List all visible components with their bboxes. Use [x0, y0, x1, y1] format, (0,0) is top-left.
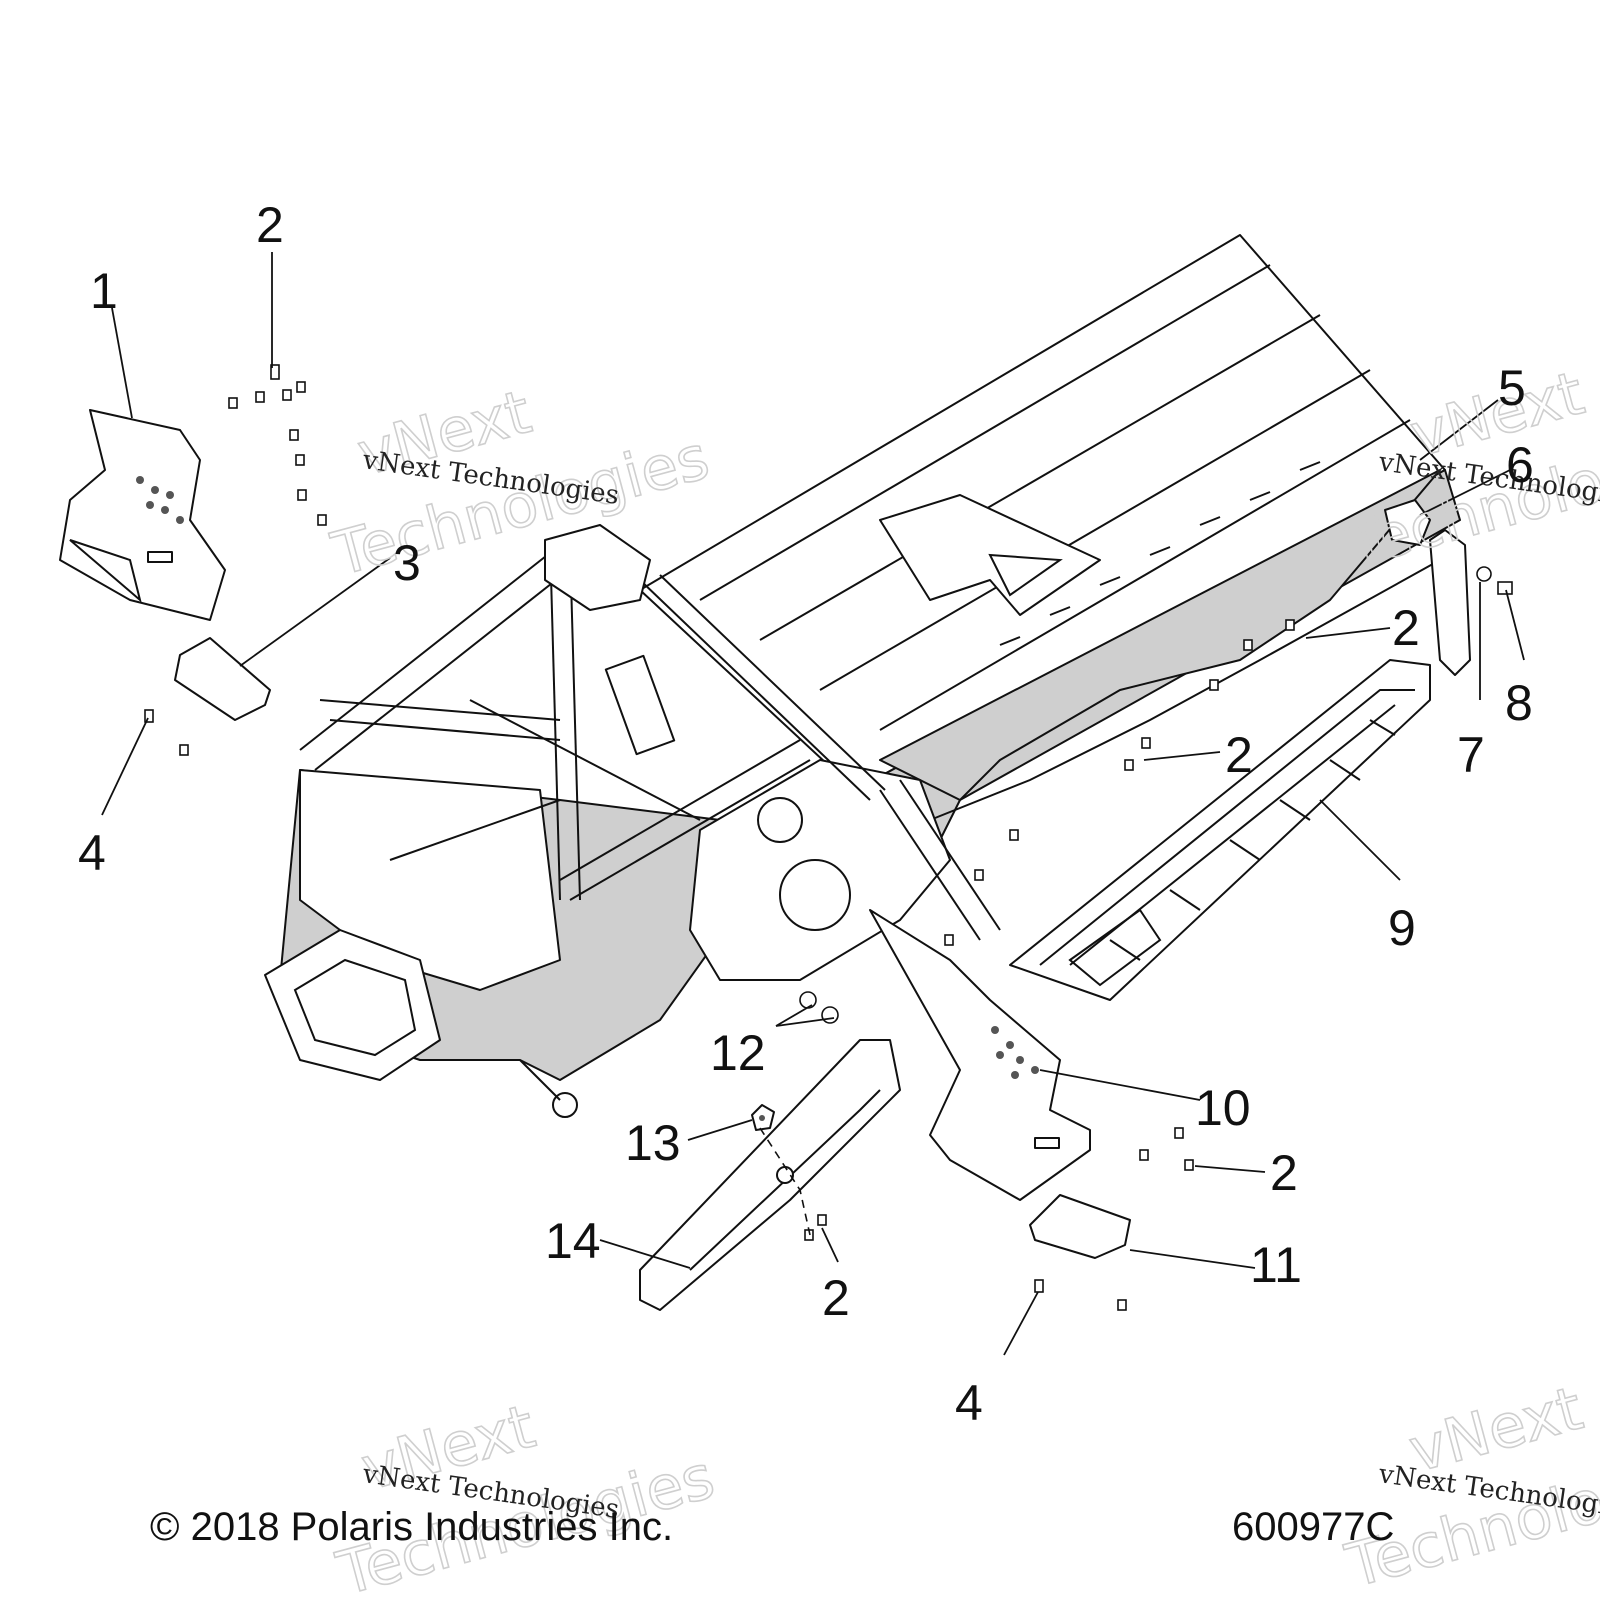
part-1-footrest-guard	[59, 409, 226, 621]
part-14-side-panel	[639, 1039, 901, 1311]
callout-12: 12	[710, 1025, 766, 1081]
callout-1: 1	[90, 263, 118, 319]
bolt-group-tunnel	[944, 619, 1295, 946]
callout-8: 8	[1505, 675, 1533, 731]
screw-4-left	[144, 709, 154, 723]
callout-14: 14	[545, 1213, 601, 1269]
callout-2-tunnel-upper: 2	[1392, 600, 1420, 656]
copyright-text: © 2018 Polaris Industries Inc.	[150, 1505, 673, 1549]
bolt-group-lower-right	[1139, 1127, 1194, 1171]
callout-labels: 1 2 3 4 5 6 7 8 2 2 9 12 10 2 13 14 11 2…	[78, 197, 1534, 1431]
part-3-plate	[174, 637, 271, 721]
callout-10: 10	[1195, 1080, 1251, 1136]
part-11-plate	[1029, 1194, 1131, 1259]
bolt-group-top-left	[228, 364, 327, 526]
diagram-id: 600977C	[1232, 1505, 1394, 1549]
part-7-washer	[1476, 566, 1492, 582]
screw-4-right	[1034, 1279, 1044, 1293]
callout-5: 5	[1498, 360, 1526, 416]
chassis-frame	[264, 524, 1001, 1118]
part-13-clip	[751, 1104, 775, 1131]
screw-4-right-b	[1117, 1299, 1127, 1311]
callout-3: 3	[393, 535, 421, 591]
callout-13: 13	[625, 1115, 681, 1171]
callout-11: 11	[1250, 1237, 1302, 1293]
callout-7: 7	[1457, 727, 1485, 783]
part-6-bracket	[1384, 499, 1431, 546]
part-9-running-board	[1009, 659, 1431, 1001]
part-8-nut	[1497, 581, 1513, 595]
screw-4-left-b	[179, 744, 189, 756]
callout-4-left: 4	[78, 825, 106, 881]
callout-2-lower-right: 2	[1270, 1145, 1298, 1201]
callout-2-lower-panel: 2	[822, 1270, 850, 1326]
part-10-footrest-guard	[869, 909, 1091, 1201]
callout-9: 9	[1388, 900, 1416, 956]
callout-6: 6	[1506, 437, 1534, 493]
callout-4-right: 4	[955, 1375, 983, 1431]
tunnel	[639, 234, 1461, 841]
part-7-support	[1429, 529, 1471, 676]
callout-2-top: 2	[256, 197, 284, 253]
callout-2-tunnel-lower: 2	[1225, 727, 1253, 783]
leader-lines	[101, 252, 1525, 1356]
alignment-line	[759, 1127, 811, 1236]
